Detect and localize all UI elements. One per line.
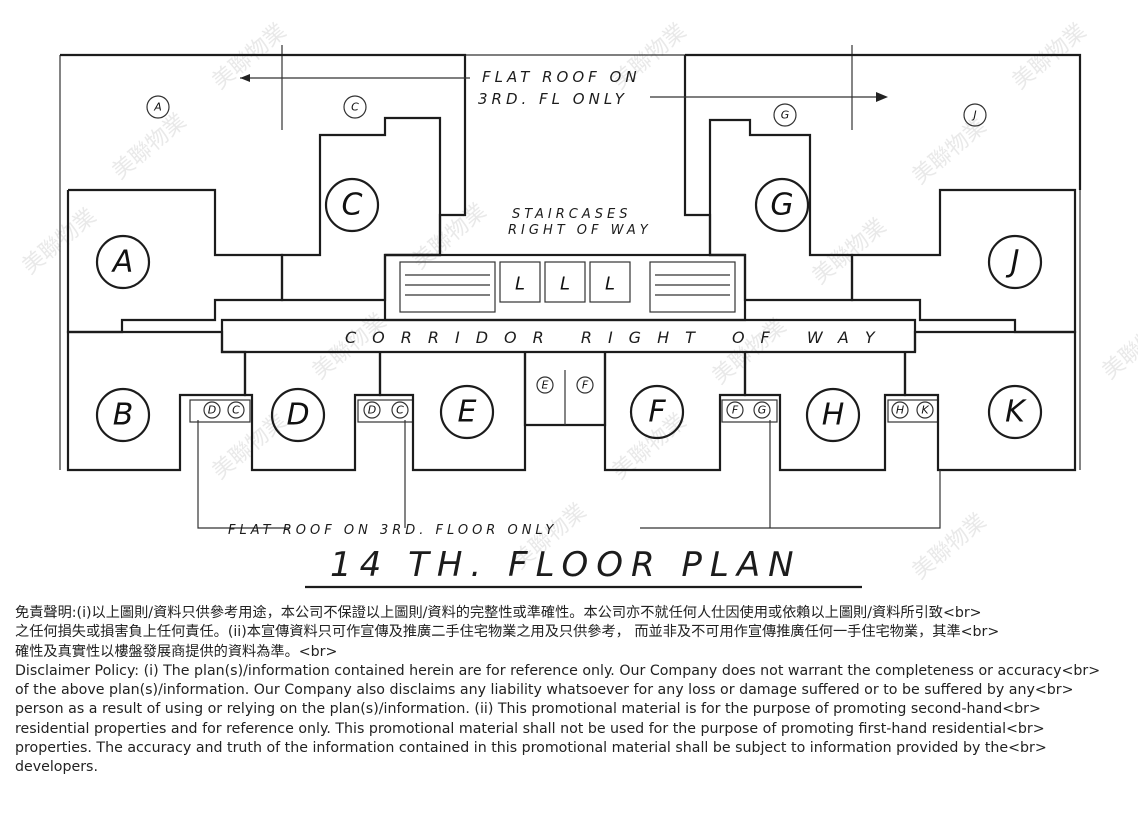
balcony-markers: D C D C E F F G H K [203, 376, 934, 419]
unit-k-outline [903, 330, 1077, 472]
disclaimer-line: properties. The accuracy and truth of th… [15, 740, 1047, 757]
unit-a-label: A [111, 245, 134, 280]
svg-text:E: E [542, 379, 549, 392]
unit-b-circle [95, 387, 151, 443]
unit-j-label: J [1006, 245, 1020, 280]
flat-roof-bottom-label: FLAT ROOF ON 3RD. FLOOR ONLY [228, 523, 557, 538]
unit-labels: A B C D E F G H J K [95, 177, 1043, 443]
lift-shaft-2 [544, 261, 586, 303]
svg-text:D: D [368, 404, 376, 417]
unit-c-circle [324, 177, 380, 233]
lift-shaft-3 [589, 261, 631, 303]
unit-f-circle [629, 384, 685, 440]
unit-e-label: E [458, 395, 477, 430]
svg-text:H: H [896, 404, 904, 417]
disclaimer-line: 之任何損失或損害負上任何責任。(ii)本宣傳資料只可作宣傳及推廣二手住宅物業之用… [15, 624, 1000, 641]
balcony-b [189, 399, 251, 423]
unit-b-label: B [113, 398, 134, 433]
lift-label: L [515, 274, 525, 295]
watermark: 美聯物業 [408, 199, 491, 275]
unit-e-outline [378, 352, 527, 472]
watermark: 美聯物業 [1098, 309, 1138, 385]
floor-plan-title: 14 TH. FLOOR PLAN [330, 545, 802, 585]
disclaimer-line: developers. [15, 759, 98, 776]
unit-h-label: H [822, 398, 845, 433]
unit-h-outline [743, 352, 907, 472]
unit-d-circle [270, 387, 326, 443]
corridor-label: CORRIDOR RIGHT OF WAY [345, 328, 891, 347]
svg-text:C: C [232, 404, 240, 417]
watermark: 美聯物業 [1008, 19, 1091, 95]
svg-text:K: K [921, 404, 929, 417]
balcony-f [721, 399, 778, 423]
flat-roof-top-label-1: FLAT ROOF ON [482, 68, 641, 86]
staircases-label-1: STAIRCASES [512, 207, 631, 222]
lift-label: L [605, 274, 615, 295]
watermark: 美聯物業 [208, 19, 291, 95]
unit-d-label: D [286, 398, 309, 433]
unit-e-circle [439, 384, 495, 440]
svg-text:G: G [758, 404, 767, 417]
unit-h-circle [805, 387, 861, 443]
unit-g-label: G [770, 188, 793, 223]
disclaimer-line: Disclaimer Policy: (i) The plan(s)/infor… [15, 662, 1101, 679]
flat-roof-bottom-leader [197, 420, 941, 529]
roof-marker-c: C [351, 101, 359, 114]
unit-k-circle [987, 384, 1043, 440]
unit-a-outline [66, 188, 284, 334]
unit-f-label: F [648, 395, 666, 430]
roof-marker-g: G [781, 109, 790, 122]
unit-d-outline [243, 352, 382, 472]
floor-plan-drawing: 美聯物業 美聯物業 美聯物業 美聯物業 美聯物業 美聯物業 美聯物業 美聯物業 … [18, 19, 1138, 589]
core-staircases: L L L [383, 253, 747, 322]
svg-text:F: F [582, 379, 589, 392]
disclaimer-line: residential properties and for reference… [15, 720, 1045, 737]
lift-label: L [560, 274, 570, 295]
svg-text:F: F [732, 404, 739, 417]
floor-plan-area: 美聯物業 美聯物業 美聯物業 美聯物業 美聯物業 美聯物業 美聯物業 美聯物業 … [18, 19, 1138, 589]
watermark: 美聯物業 [108, 109, 191, 185]
staircases-label-2: RIGHT OF WAY [508, 223, 652, 238]
unit-g-circle [754, 177, 810, 233]
flat-roof-top-label-2: 3RD. FL ONLY [478, 90, 628, 108]
lift-shaft-1 [499, 261, 541, 303]
unit-c-label: C [342, 188, 363, 223]
watermark: 美聯物業 [908, 509, 991, 585]
unit-b-outline [66, 330, 247, 472]
unit-k-label: K [1005, 395, 1027, 430]
disclaimer-line: person as a result of using or relying o… [15, 701, 1041, 718]
unit-a-circle [95, 234, 151, 290]
svg-text:C: C [396, 404, 404, 417]
disclaimer-line: of the above plan(s)/information. Our Co… [15, 682, 1074, 699]
roof-marker-j: J [971, 109, 976, 122]
svg-text:D: D [208, 404, 216, 417]
disclaimer-line: 確性及真實性以樓盤發展商提供的資料為準。<br> [15, 643, 338, 660]
watermark: 美聯物業 [808, 214, 891, 290]
flat-roof-top-arrows [240, 74, 888, 102]
unit-j-circle [987, 234, 1043, 290]
roof-markers: A C G J [146, 95, 987, 127]
disclaimer-line: 免責聲明:(i)以上圖則/資料只供參考用途，本公司不保證以上圖則/資料的完整性或… [15, 605, 982, 621]
disclaimer-text: 免責聲明:(i)以上圖則/資料只供參考用途，本公司不保證以上圖則/資料的完整性或… [15, 604, 1138, 778]
roof-marker-a: A [153, 101, 162, 114]
